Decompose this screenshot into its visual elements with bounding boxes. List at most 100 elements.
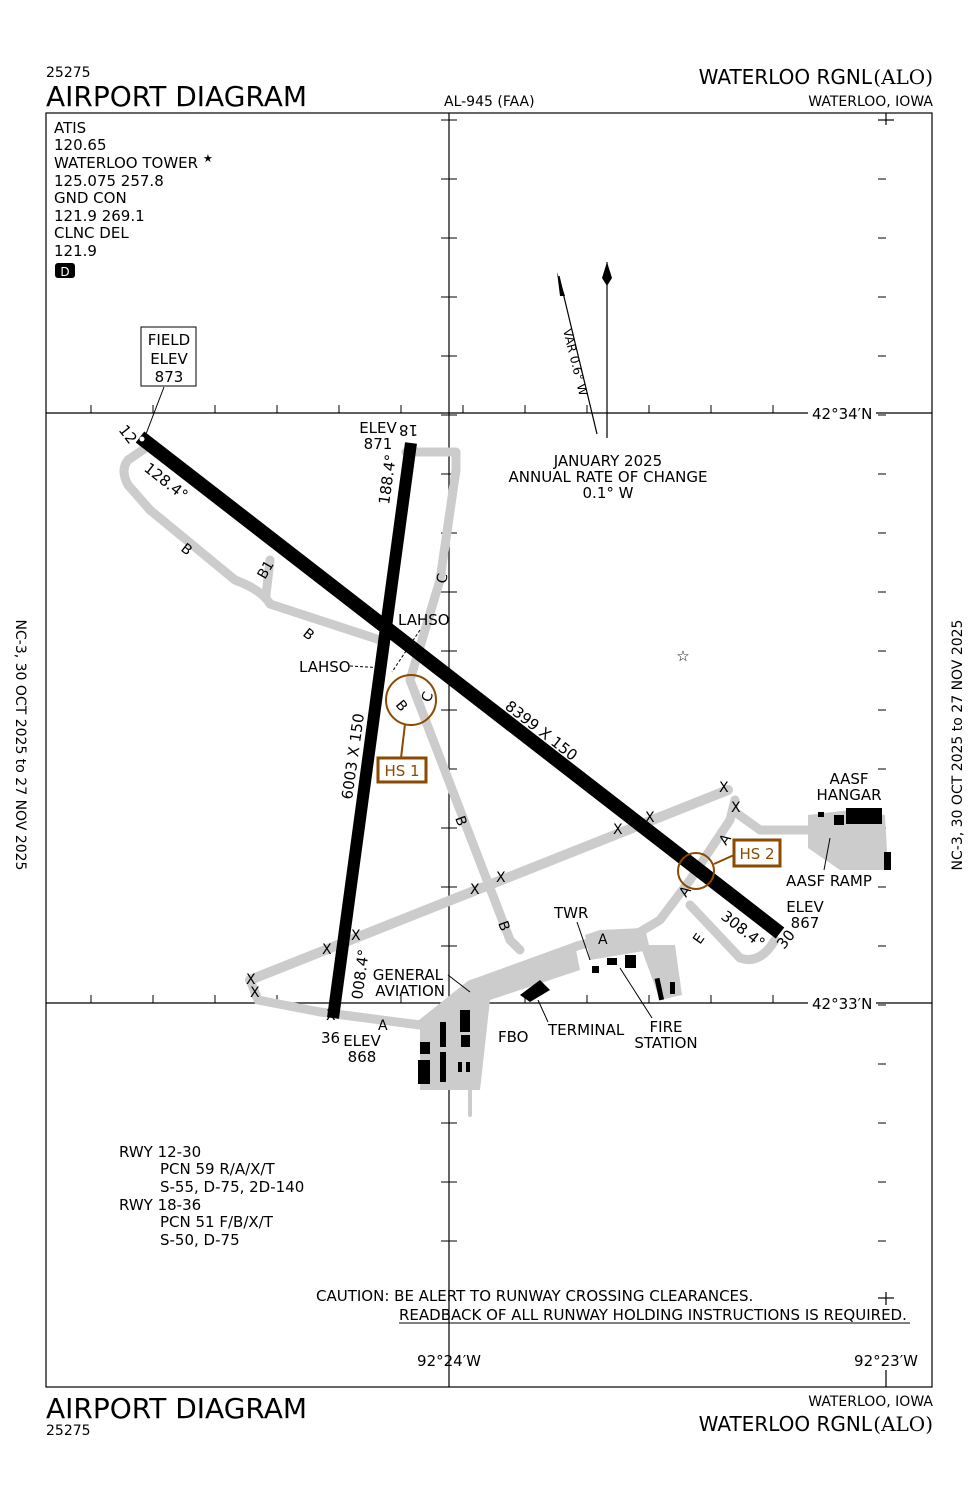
tower-star-icon: ★: [203, 152, 213, 165]
footer-title: AIRPORT DIAGRAM: [46, 1392, 307, 1425]
fire-station-label: STATION: [634, 1034, 697, 1052]
taxiway-x: [245, 785, 733, 985]
true-north-arrow-icon: [602, 262, 612, 286]
leader-line: [537, 999, 549, 1023]
svg-text:S-50, D-75: S-50, D-75: [160, 1231, 240, 1249]
lon-west: 92°24′W: [417, 1352, 481, 1370]
page-title: AIRPORT DIAGRAM: [46, 80, 307, 113]
chart-frame: [45, 112, 933, 1388]
footer-city-state: WATERLOO, IOWA: [808, 1394, 933, 1410]
svg-text:B: B: [300, 626, 317, 645]
svg-text:X: X: [322, 942, 332, 958]
svg-text:X: X: [326, 1008, 336, 1024]
freq-line: 120.65: [54, 136, 107, 154]
svg-text:X: X: [470, 882, 480, 898]
svg-text:RWY 12-30: RWY 12-30: [119, 1143, 201, 1161]
hotspot-2-box[interactable]: [732, 838, 782, 868]
taxiway-e: [685, 900, 780, 964]
lahso-label-west: LAHSO: [299, 658, 351, 676]
freq-line: ATIS: [54, 119, 86, 137]
tower-label: TWR: [553, 904, 588, 922]
magnetic-variation: VAR 0.6° W: [560, 327, 590, 397]
elev-36-value: 868: [348, 1048, 377, 1066]
lahso-lines: [349, 629, 421, 673]
svg-text:X: X: [351, 928, 361, 944]
aasf-ramp: [808, 810, 888, 870]
footer-airport-code: (ALO): [873, 1412, 933, 1436]
hotspot-2-circle: [677, 852, 715, 890]
hotspot-1-circle: [385, 674, 437, 726]
elev-18-value: 871: [364, 435, 393, 453]
freq-line: 121.9: [54, 242, 97, 260]
caution-line-2: READBACK OF ALL RUNWAY HOLDING INSTRUCTI…: [399, 1306, 907, 1324]
hotspot-2-label: HS 2: [739, 845, 774, 863]
freq-line: 121.9 269.1: [54, 207, 145, 225]
hotspot-1-box[interactable]: [376, 756, 428, 784]
procedure-id: AL-945 (FAA): [444, 94, 535, 110]
svg-text:PCN 51 F/B/X/T: PCN 51 F/B/X/T: [160, 1213, 274, 1231]
freq-line: GND CON: [54, 189, 127, 207]
field-elev-box: [140, 326, 197, 387]
elev-36-label: ELEV: [343, 1032, 381, 1050]
svg-text:PCN 59 R/A/X/T: PCN 59 R/A/X/T: [160, 1160, 275, 1178]
svg-text:X: X: [250, 985, 260, 1001]
city-state: WATERLOO, IOWA: [808, 94, 933, 110]
runway-12-label: 12: [115, 421, 141, 447]
freq-line: 125.075 257.8: [54, 172, 164, 190]
terminal-label: TERMINAL: [547, 1021, 625, 1039]
effective-dates-left: NC-3, 30 OCT 2025 to 27 NOV 2025: [12, 620, 28, 871]
svg-text:B: B: [392, 697, 410, 715]
taxiway-b1: [261, 555, 275, 600]
runway-info: RWY 12-30 PCN 59 R/A/X/T S-55, D-75, 2D-…: [119, 1143, 304, 1249]
d-badge-icon: [55, 263, 75, 278]
hotspot-1-label: HS 1: [384, 762, 419, 780]
general-aviation-label: AVIATION: [375, 982, 445, 1000]
leader-line: [447, 974, 471, 993]
tower-building: [592, 966, 599, 973]
svg-text:X: X: [719, 780, 729, 796]
freq-line: CLNC DEL: [54, 224, 129, 242]
beacon-icon: ☆: [676, 647, 689, 665]
airport-name: WATERLOO RGNL: [699, 65, 873, 89]
field-elev-leader: [145, 386, 165, 435]
frequency-list: ATIS 120.65 WATERLOO TOWER ★ 125.075 257…: [54, 119, 213, 279]
runway-18-36: [327, 442, 417, 1019]
leader-line: [576, 921, 591, 961]
heading-188: 188.4°: [375, 453, 400, 505]
magnetic-north-arrow-icon: [557, 272, 565, 296]
taxiway-aasf: [730, 807, 815, 835]
svg-text:C: C: [434, 572, 451, 585]
field-elev-label: ELEV: [150, 350, 188, 368]
runway-12-30: [135, 431, 785, 939]
aasf-hangar-building: [846, 808, 882, 824]
terminal-building: [520, 980, 550, 1002]
fire-station-label: FIRE: [650, 1018, 683, 1036]
general-aviation-label: GENERAL: [373, 966, 444, 984]
svg-text:A: A: [598, 932, 608, 948]
elev-18-label: ELEV: [359, 419, 397, 437]
elev-30-value: 867: [791, 914, 820, 932]
chart-number: 25275: [46, 65, 91, 81]
lat-north: 42°34′N: [812, 405, 872, 423]
heading-008: 008.4°: [348, 948, 373, 1000]
airport-code: (ALO): [873, 65, 933, 89]
freq-line: WATERLOO TOWER: [54, 154, 198, 172]
svg-text:E: E: [690, 931, 708, 947]
runway-threshold-dot: [139, 436, 145, 442]
svg-text:S-55, D-75, 2D-140: S-55, D-75, 2D-140: [160, 1178, 304, 1196]
aasf-hangar-label: AASF: [829, 770, 868, 788]
svg-text:X: X: [496, 870, 506, 886]
leader-line: [823, 837, 831, 871]
lon-east: 92°23′W: [854, 1352, 918, 1370]
svg-text:X: X: [246, 972, 256, 988]
runway-36-label: 36: [321, 1029, 340, 1047]
caution-line-1: CAUTION: BE ALERT TO RUNWAY CROSSING CLE…: [316, 1287, 753, 1305]
taxiway-c-b: [401, 447, 525, 955]
svg-text:RWY 18-36: RWY 18-36: [119, 1196, 201, 1214]
lahso-label-east: LAHSO: [398, 611, 450, 629]
lat-south: 42°33′N: [812, 995, 872, 1013]
runway-18-label: 18: [399, 421, 418, 439]
lat-lon-grid: [46, 113, 932, 1387]
d-badge-label: D: [60, 265, 69, 279]
